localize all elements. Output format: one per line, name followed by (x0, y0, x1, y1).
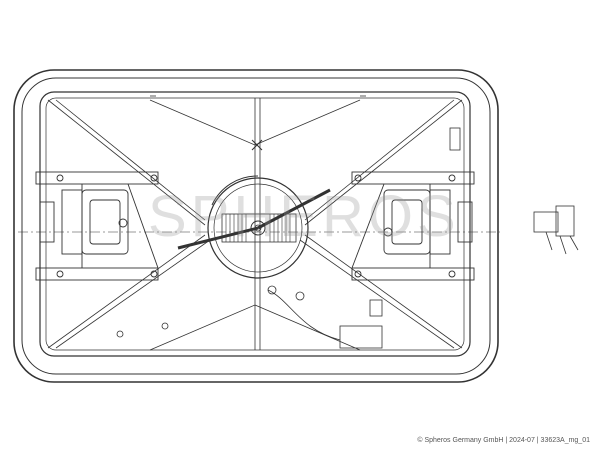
side-component-right (533, 205, 579, 255)
diagonal-ribs (47, 98, 463, 351)
lower-components (116, 95, 461, 349)
copyright-footer: © Spheros Germany GmbH | 2024-07 | 33623… (417, 437, 590, 444)
center-rotary-unit (177, 139, 331, 279)
right-mechanism (351, 171, 475, 281)
left-mechanism (35, 171, 159, 281)
